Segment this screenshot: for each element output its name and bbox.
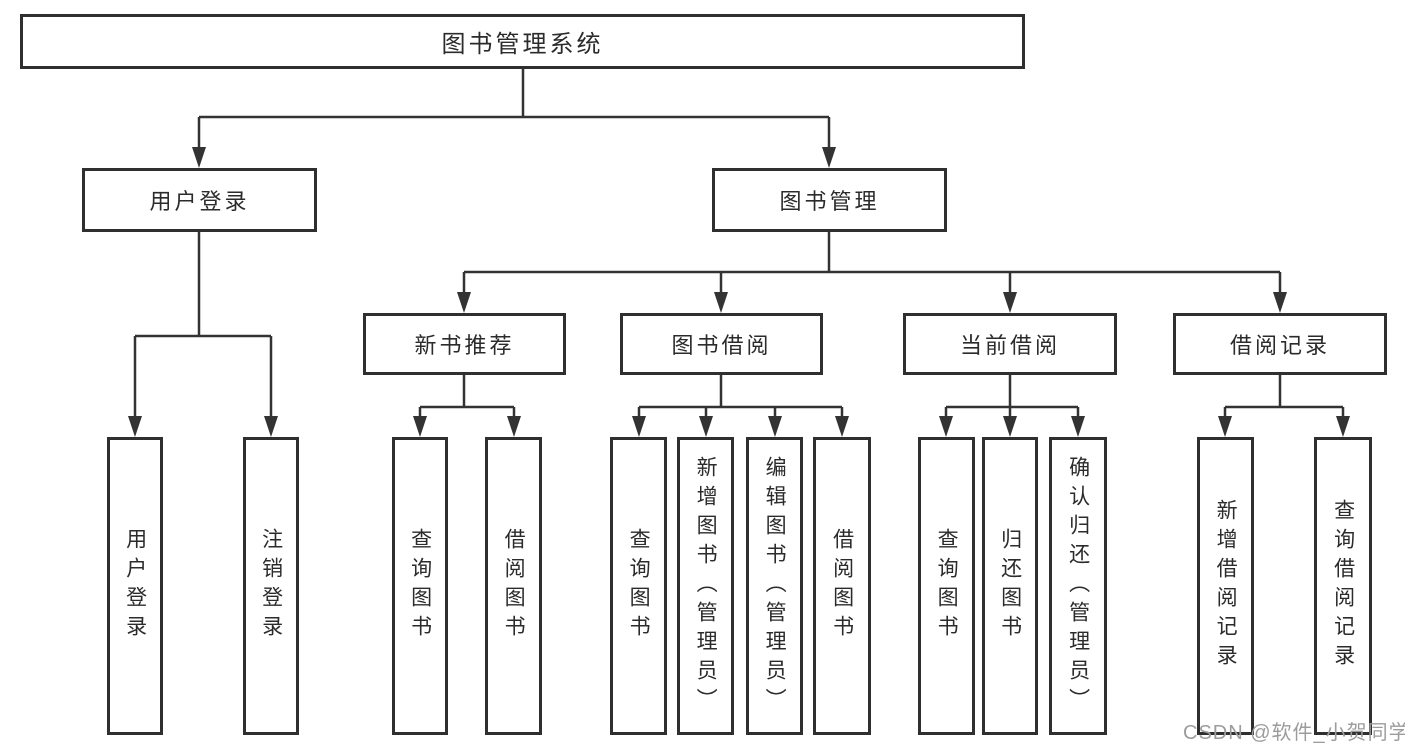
node-add-borrow-record: 新增借阅记录 xyxy=(1197,437,1254,735)
node-current-borrowing: 当前借阅 xyxy=(903,313,1117,375)
node-label: 图书管理 xyxy=(779,189,880,214)
node-query-books-3: 查询图书 xyxy=(918,437,975,735)
watermark: CSDN @软件_小贺同学 xyxy=(1183,722,1405,744)
node-label: 确认归还（管理员） xyxy=(1066,455,1090,717)
node-label: 借阅记录 xyxy=(1229,333,1330,358)
node-label: 用户登录 xyxy=(149,189,250,214)
node-borrow-books-1: 借阅图书 xyxy=(485,437,542,735)
node-label: 查询图书 xyxy=(935,528,959,644)
node-borrow-books-2: 借阅图书 xyxy=(813,437,871,735)
node-add-books-admin: 新增图书（管理员） xyxy=(677,437,734,735)
node-label: 查询图书 xyxy=(408,528,432,644)
node-edit-books-admin: 编辑图书（管理员） xyxy=(746,437,803,735)
node-logout: 注销登录 xyxy=(243,437,299,735)
node-label: 借阅图书 xyxy=(830,528,854,644)
node-user-login: 用户登录 xyxy=(82,168,317,232)
node-label: 注销登录 xyxy=(259,528,283,644)
node-label: 用户登录 xyxy=(123,528,147,644)
node-label: 图书借阅 xyxy=(671,333,772,358)
node-label: 新增图书（管理员） xyxy=(694,455,718,717)
node-new-book-recommendation: 新书推荐 xyxy=(363,313,566,375)
node-query-borrow-record: 查询借阅记录 xyxy=(1314,437,1372,735)
node-label: 借阅图书 xyxy=(502,528,526,644)
node-library-management-system: 图书管理系统 xyxy=(20,14,1025,69)
node-label: 当前借阅 xyxy=(959,333,1060,358)
node-query-books-1: 查询图书 xyxy=(392,437,448,735)
node-label: 图书管理系统 xyxy=(441,31,604,58)
node-book-management: 图书管理 xyxy=(712,168,947,232)
arrowhead-icons xyxy=(128,147,1350,437)
node-label: 编辑图书（管理员） xyxy=(763,455,787,717)
node-label: 新书推荐 xyxy=(414,333,515,358)
node-confirm-return-admin: 确认归还（管理员） xyxy=(1049,437,1107,735)
node-book-borrowing: 图书借阅 xyxy=(620,313,823,375)
node-label: 查询借阅记录 xyxy=(1331,499,1355,673)
node-label: 新增借阅记录 xyxy=(1214,499,1238,673)
node-query-books-2: 查询图书 xyxy=(610,437,667,735)
node-borrowing-records: 借阅记录 xyxy=(1173,313,1387,375)
node-label: 归还图书 xyxy=(998,528,1022,644)
node-label: 查询图书 xyxy=(627,528,651,644)
node-return-books: 归还图书 xyxy=(982,437,1038,735)
node-user-login-leaf: 用户登录 xyxy=(107,437,163,735)
